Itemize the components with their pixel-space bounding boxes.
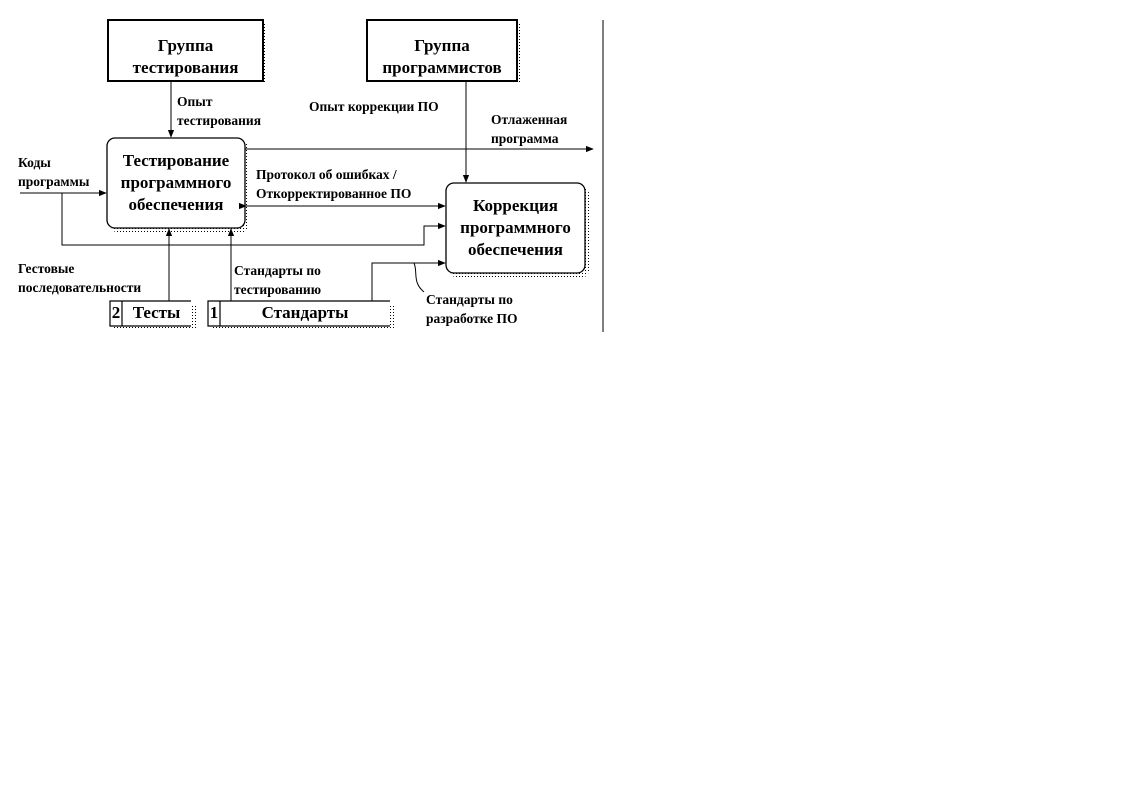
testing-standards-label: Стандарты по тестированию <box>234 263 322 297</box>
debugged-program-label: Отлаженная программа <box>491 112 568 146</box>
data-store-tests[interactable] <box>109 300 196 330</box>
standards-store-name: Стандарты <box>261 303 349 322</box>
programmers-group-label: Группа программистов <box>382 36 502 77</box>
activity-correction-software[interactable] <box>445 182 589 278</box>
flow-program-codes-branch[interactable] <box>61 193 446 246</box>
testing-activity-label: Тестирование программного обеспечения <box>120 151 232 214</box>
testing-experience-label: Опыт тестирования <box>177 94 262 128</box>
data-store-standards[interactable] <box>207 300 395 330</box>
correction-experience-label: Опыт коррекции ПО <box>309 99 439 114</box>
development-standards-label: Стандарты по разработке ПО <box>426 292 518 326</box>
flow-development-standards[interactable] <box>371 259 446 301</box>
error-protocol-label: Протокол об ошибках / Откорректированное… <box>256 167 412 201</box>
standards-store-number: 1 <box>209 303 219 322</box>
tests-store-number: 2 <box>111 303 121 322</box>
tests-store-name: Тесты <box>132 303 181 322</box>
correction-activity-label: Коррекция программного обеспечения <box>460 196 571 259</box>
test-sequences-label: Гестовые последовательности <box>18 261 142 295</box>
external-entity-programmers-group[interactable] <box>366 19 521 84</box>
flow-development-standards-label-leader <box>413 262 425 293</box>
testing-group-label: Группа тестирования <box>132 36 239 77</box>
activity-testing-software[interactable] <box>106 137 249 233</box>
external-entity-testing-group[interactable] <box>107 19 267 84</box>
program-codes-label: Коды программы <box>18 155 90 189</box>
